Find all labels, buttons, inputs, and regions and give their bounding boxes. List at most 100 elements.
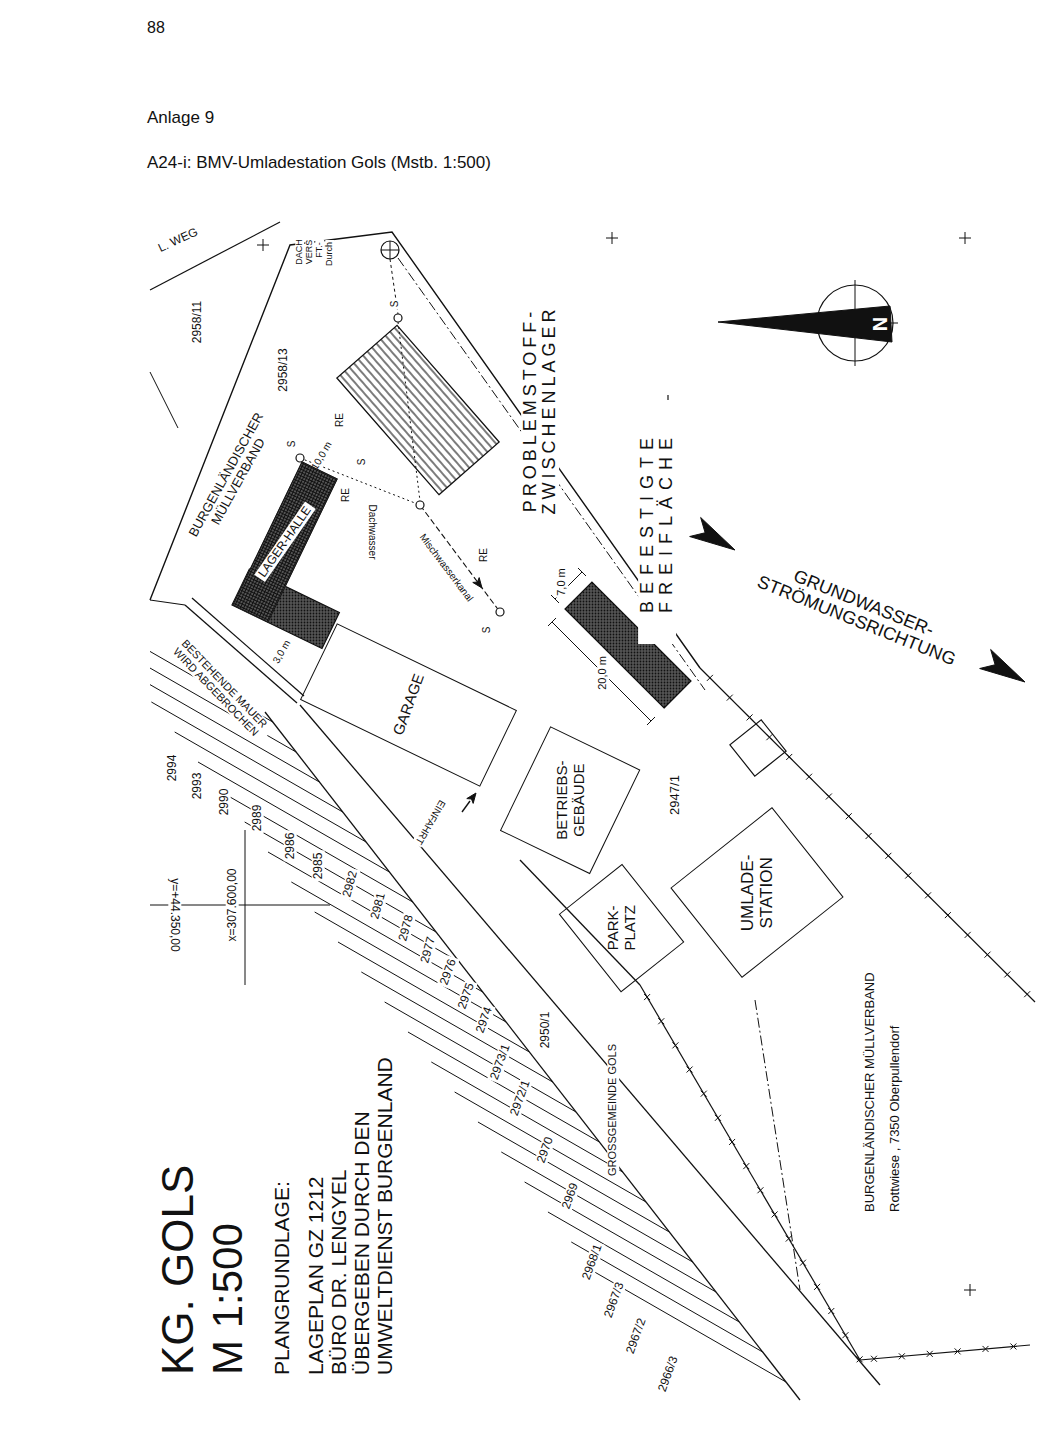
- parcel-number: 2978: [396, 912, 416, 945]
- box-label-group: LAGER-HALLE: [254, 502, 315, 582]
- source-heading: PLANGRUNDLAGE:: [271, 1181, 293, 1375]
- fence-mark: [885, 853, 891, 859]
- manhole-symbol: [381, 241, 399, 259]
- fence-mark: [729, 1139, 735, 1145]
- scale-label: M 1:500: [206, 1223, 250, 1375]
- shaft-symbol: [394, 314, 402, 322]
- road-edge: [300, 705, 880, 1385]
- fence-mark: [644, 994, 650, 1000]
- fence-mark: [985, 952, 991, 958]
- parcel-line: [431, 1062, 622, 1172]
- box-label-group: UMLADE-STATION: [738, 845, 775, 940]
- fence-mark: [806, 774, 812, 780]
- fence-mark: [927, 1351, 933, 1357]
- parcel-line: [221, 792, 412, 902]
- fence-mark: [772, 1211, 778, 1217]
- building-name: PARK-PLATZ: [605, 893, 638, 963]
- fence-mark: [786, 754, 792, 760]
- fence-mark: [715, 1115, 721, 1121]
- fence-mark: [871, 1356, 877, 1362]
- fence-mark: [846, 813, 852, 819]
- parcel-line: [315, 912, 506, 1022]
- fence-mark: [672, 1042, 678, 1048]
- shaft-symbol: [496, 608, 504, 616]
- hatched-area: [337, 325, 499, 494]
- box-label-group: PARK-PLATZ: [605, 893, 638, 963]
- fence-mark: [814, 1284, 820, 1290]
- box-label-group: GARAGE: [389, 672, 426, 738]
- dimension-tick: [578, 568, 586, 576]
- note-fragment: VERS: [305, 238, 314, 267]
- parcel-number: 2990: [218, 787, 231, 818]
- fence-mark: [899, 1353, 905, 1359]
- fence-mark: [955, 1348, 961, 1354]
- parcel-number: 2982: [340, 868, 360, 901]
- fence-mark: [842, 1332, 848, 1338]
- fence-mark: [842, 1332, 848, 1338]
- parcel-number: 2950/1: [539, 1010, 552, 1051]
- parcel-line: [525, 1182, 716, 1292]
- figure-title: A24-i: BMV-Umladestation Gols (Mstb. 1:5…: [147, 154, 491, 172]
- site-boundary: [520, 860, 640, 985]
- drain-label: RE: [479, 546, 490, 564]
- fence-mark: [743, 1163, 749, 1169]
- parcel-number: 2973/1: [487, 1041, 513, 1084]
- building-name: UMLADE-STATION: [738, 845, 775, 940]
- shaft-label: S: [357, 457, 368, 468]
- fence-mark: [871, 1356, 877, 1362]
- parcel-line: [385, 1002, 576, 1112]
- fence-mark: [828, 1308, 834, 1314]
- flow-label: GRUNDWASSER-STRÖMUNGSRICHTUNG: [744, 551, 975, 674]
- municipality-label: GROSSGEMEINDE GOLS: [607, 1042, 619, 1178]
- survey-mark: [970, 1284, 971, 1296]
- site-boundary: [150, 232, 700, 668]
- fence-mark: [727, 695, 733, 701]
- fence-mark: [701, 1091, 707, 1097]
- fence-line: [860, 1345, 1030, 1360]
- fence-mark: [945, 912, 951, 918]
- dimension-tick: [647, 717, 655, 725]
- parcel-number: 2967/2: [623, 1315, 649, 1358]
- parcel-number: 2968/1: [579, 1241, 605, 1284]
- fence-mark: [826, 794, 832, 800]
- fence-mark: [866, 833, 872, 839]
- parcel-number: 2969: [559, 1179, 581, 1212]
- parcel-number: 2972/1: [507, 1077, 533, 1120]
- fence-mark: [701, 1091, 707, 1097]
- dimension: 3,0 m: [270, 637, 294, 667]
- fence-mark: [729, 1139, 735, 1145]
- building-box: GARAGE: [299, 623, 516, 787]
- fence-mark: [925, 892, 931, 898]
- entrance-arrowhead: [467, 793, 476, 803]
- parcel-number: 2985: [312, 851, 325, 882]
- coordinate: y=+44.350,00: [169, 876, 182, 953]
- annex-label: Anlage 9: [147, 109, 214, 127]
- parcel-number: 2975: [455, 979, 477, 1012]
- parcel-line: [150, 372, 178, 428]
- parcel-line: [478, 1122, 669, 1232]
- small-structure: [730, 720, 786, 776]
- fence-line: [700, 668, 1035, 1002]
- fence-mark: [899, 1353, 905, 1359]
- area-label: BEFESTIGTE FREIFLÄCHE: [638, 400, 676, 644]
- grid-line: [245, 830, 246, 985]
- survey-mark: [612, 232, 613, 244]
- fence-mark: [757, 1187, 763, 1193]
- service-line: [755, 1000, 800, 1290]
- note-fragment: FT.-: [315, 240, 324, 260]
- building-box: LAGER-HALLE: [232, 461, 338, 622]
- north-arrow: [718, 306, 892, 342]
- fence-mark: [945, 912, 951, 918]
- north-letter: N: [870, 317, 891, 331]
- site-plan: [150, 222, 1035, 1400]
- fence-mark: [644, 994, 650, 1000]
- drain-line: [398, 322, 420, 501]
- fence-mark: [687, 1067, 693, 1073]
- fence-mark: [707, 675, 713, 681]
- flow-arrowhead: [473, 578, 482, 588]
- site-boundary: [150, 600, 185, 605]
- parcel-line: [338, 942, 529, 1052]
- fence-mark: [955, 1348, 961, 1354]
- coordinate: x=307.600,00: [226, 866, 239, 943]
